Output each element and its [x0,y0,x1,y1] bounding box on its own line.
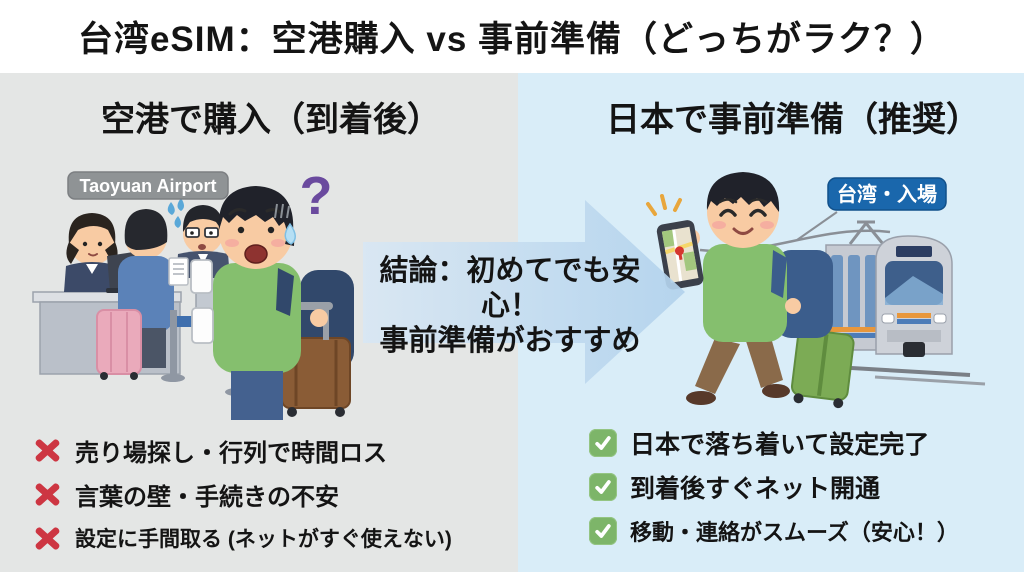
prepare-pros-list: 日本で落ち着いて設定完了 到着後すぐネット開通 移動・連絡がスムーズ（安心！） [589,421,959,553]
question-mark-icon: ? [300,166,333,226]
pros-item-label: 移動・連絡がスムーズ（安心！） [630,520,959,545]
pros-item-label: 日本で落ち着いて設定完了 [630,431,930,459]
conclusion-line1: 結論：初めてでも安心！ [379,255,641,322]
customer-in-line [96,209,174,380]
airport-staff-woman [64,213,120,292]
list-item: 売り場探し・行列で時間ロス [33,428,452,472]
airport-badge-label: Taoyuan Airport [79,176,216,196]
airport-scene-illustration: ? Taoyuan Airport [32,166,354,420]
map-phone-icon [656,220,704,290]
worried-traveler: ? [191,166,354,420]
left-panel-heading: 空港で購入（到着後） [101,101,441,139]
arrival-scene-illustration: 台湾・入場 [646,172,986,409]
title-band: 台湾eSIM：空港購入 vs 事前準備（どっちがラク？） [0,0,1024,73]
taiwan-badge-label: 台湾・入場 [837,182,937,206]
airport-cons-list: 売り場探し・行列で時間ロス 言葉の壁・手続きの不安 設定に手間取る (ネットがす… [33,428,452,560]
cross-icon [33,525,62,552]
list-item: 設定に手間取る (ネットがすぐ使えない) [33,516,452,560]
list-item: 日本で落ち着いて設定完了 [589,421,959,465]
right-panel-heading: 日本で事前準備（推奨） [606,101,980,139]
cons-item-label: 設定に手間取る (ネットがすぐ使えない) [75,528,452,551]
conclusion-arrow-icon [363,200,685,384]
sweat-drops-icon [167,198,184,228]
happy-traveler [646,172,833,405]
page-title: 台湾eSIM：空港購入 vs 事前準備（どっちがラク？） [77,20,947,59]
check-icon [589,517,617,545]
taiwan-entry-badge: 台湾・入場 [827,177,947,211]
pros-item-label: 到着後すぐネット開通 [630,475,881,503]
conclusion-text: 結論：初めてでも安心！ 事前準備がおすすめ [360,254,660,359]
check-icon [589,429,617,457]
sweat-drop-icon [284,222,296,245]
smartphone-icon [191,307,214,344]
cross-icon [33,437,62,464]
list-item: 到着後すぐネット開通 [589,465,959,509]
airport-name-badge: Taoyuan Airport [67,171,229,200]
list-item: 移動・連絡がスムーズ（安心！） [589,509,959,553]
cross-icon [33,481,62,508]
staff-with-glasses [167,198,230,294]
conclusion-line2: 事前準備がおすすめ [379,325,641,357]
cons-item-label: 言葉の壁・手続きの不安 [75,483,339,511]
sparkle-icon [646,194,682,216]
cons-item-label: 売り場探し・行列で時間ロス [75,439,387,467]
list-item: 言葉の壁・手続きの不安 [33,472,452,516]
check-icon [589,473,617,501]
